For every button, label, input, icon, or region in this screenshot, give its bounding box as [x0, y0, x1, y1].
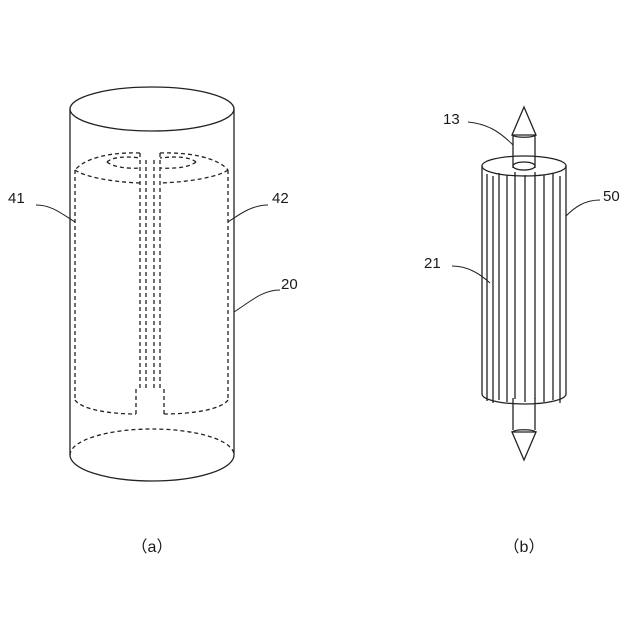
label-20: 20 [281, 276, 298, 293]
inner-shell-41 [75, 153, 140, 414]
panel-a: 41 42 20 （a） [8, 87, 298, 556]
leader-13 [468, 122, 513, 145]
inner-shell-42 [160, 153, 228, 414]
flute-lines [487, 172, 560, 403]
caption-b: （b） [504, 538, 545, 556]
label-41: 41 [8, 190, 25, 207]
leader-50 [566, 200, 600, 216]
spindle-bottom [512, 398, 536, 460]
label-13: 13 [443, 111, 460, 128]
caption-a: （a） [132, 538, 173, 556]
fluted-cylinder [482, 156, 566, 404]
leader-21 [452, 266, 490, 283]
label-42: 42 [272, 190, 289, 207]
label-50: 50 [603, 188, 620, 205]
leader-20 [234, 290, 280, 312]
outer-cylinder [70, 87, 234, 481]
spindle-top [512, 107, 536, 168]
label-21: 21 [424, 255, 441, 272]
panel-b: 13 50 21 （b） [424, 107, 620, 556]
leader-41 [36, 205, 75, 222]
